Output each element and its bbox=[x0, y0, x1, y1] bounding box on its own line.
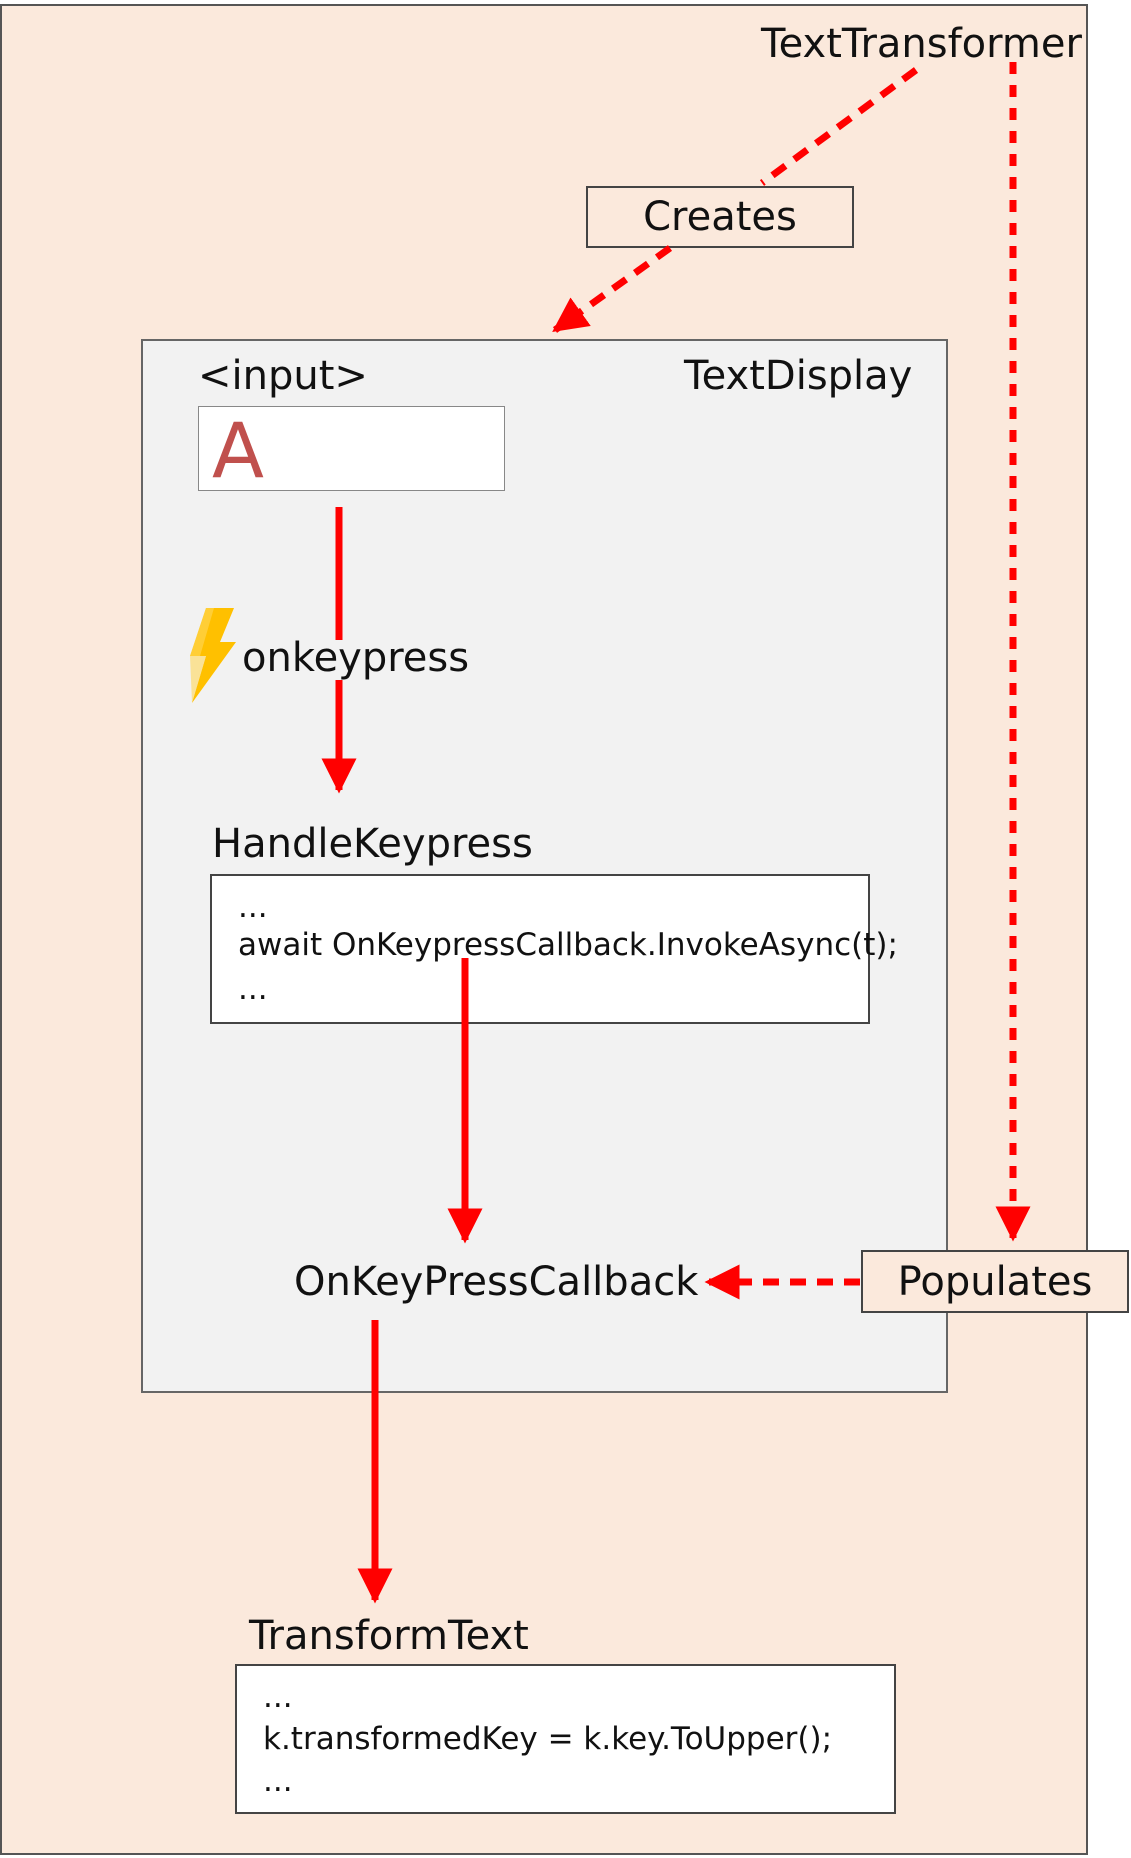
input-value: A bbox=[212, 406, 264, 495]
input-field[interactable]: A bbox=[198, 406, 505, 491]
handler-code-line: ... bbox=[238, 971, 268, 1007]
transform-title: TransformText bbox=[249, 1613, 529, 1659]
callback-name-label: OnKeyPressCallback bbox=[294, 1259, 699, 1305]
transform-code-line: ... bbox=[263, 1679, 293, 1715]
event-name-label: onkeypress bbox=[242, 635, 470, 681]
transform-code-line: ... bbox=[263, 1763, 293, 1799]
creates-arrow-upper bbox=[759, 67, 919, 186]
lightning-icon bbox=[190, 608, 236, 703]
transform-code-box: ... k.transformedKey = k.key.ToUpper(); … bbox=[235, 1664, 896, 1814]
text-display-title: TextDisplay bbox=[684, 353, 913, 399]
creates-box: Creates bbox=[586, 186, 854, 248]
handler-code-box: ... await OnKeypressCallback.InvokeAsync… bbox=[210, 874, 898, 1024]
handler-code-line: await OnKeypressCallback.InvokeAsync(t); bbox=[238, 927, 898, 963]
text-display-container bbox=[141, 339, 948, 1393]
populates-label: Populates bbox=[897, 1258, 1093, 1305]
input-tag-label: <input> bbox=[198, 353, 368, 399]
handler-code-line: ... bbox=[238, 889, 268, 925]
text-transformer-title: TextTransformer bbox=[761, 21, 1082, 67]
handler-title: HandleKeypress bbox=[212, 821, 533, 867]
creates-label: Creates bbox=[643, 194, 797, 240]
transform-code-line: k.transformedKey = k.key.ToUpper(); bbox=[263, 1721, 833, 1757]
populates-box: Populates bbox=[861, 1250, 1129, 1313]
creates-arrow-lower bbox=[552, 245, 673, 333]
